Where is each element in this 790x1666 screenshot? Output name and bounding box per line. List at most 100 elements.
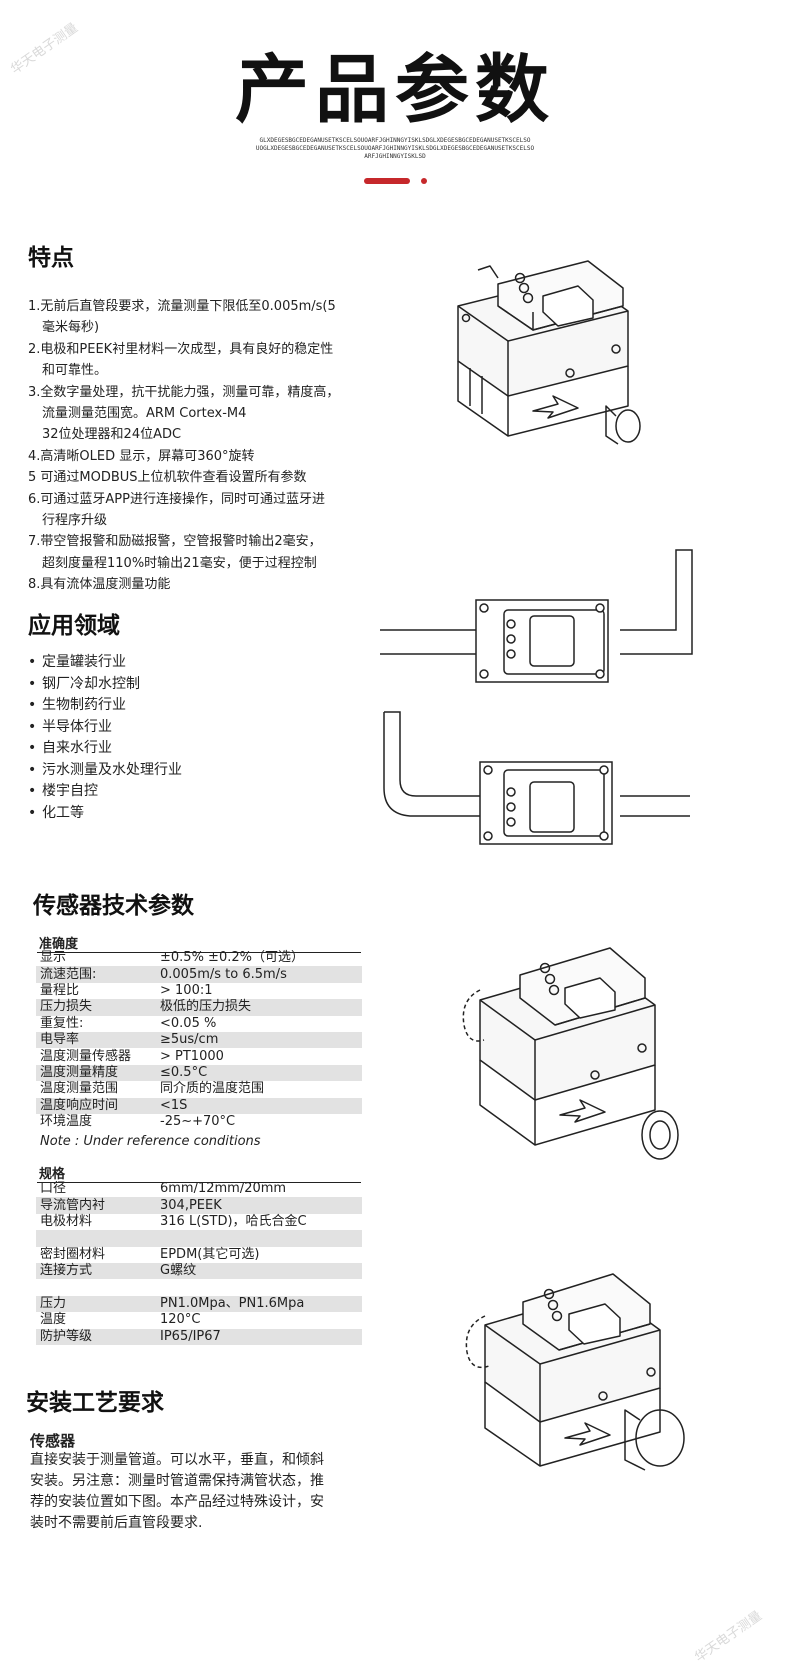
flowmeter-illustration-3 xyxy=(465,1273,685,1471)
param-value: 6mm/12mm/20mm xyxy=(160,1181,287,1197)
table-row xyxy=(36,1279,362,1295)
install-line: 安装。另注意：测量时管道需保持满管状态，推 xyxy=(30,1473,324,1489)
application-item: 半导体行业 xyxy=(28,717,182,739)
param-value: 0.005m/s to 6.5m/s xyxy=(156,966,362,983)
table-row: 环境温度 -25~+70°C xyxy=(36,1114,362,1130)
param-value: -25~+70°C xyxy=(160,1114,236,1130)
table-row: 重复性: <0.05 % xyxy=(36,1016,362,1032)
param-value: <1S xyxy=(156,1097,362,1114)
param-name: 电极材料 xyxy=(40,1213,93,1229)
application-item: 钢厂冷却水控制 xyxy=(28,674,182,696)
param-value: ≤0.5°C xyxy=(156,1064,362,1082)
feature-line: 7.带空管报警和励磁报警，空管报警时输出2毫安， xyxy=(28,534,322,550)
table-row: 温度 120°C xyxy=(36,1312,362,1328)
param-value: 同介质的温度范围 xyxy=(160,1081,265,1097)
param-value: > 100:1 xyxy=(160,982,213,998)
param-value: 极低的压力损失 xyxy=(156,999,362,1016)
page-title: 产品参数 xyxy=(235,47,555,133)
flowmeter-illustration-2 xyxy=(462,947,679,1160)
param-name: 温度测量范围 xyxy=(40,1081,119,1097)
param-value: 316 L(STD)，哈氏合金C xyxy=(160,1213,307,1229)
accuracy-table: 显示 ±0.5% ±0.2%（可选）流速范围:0.005m/s to 6.5m/s… xyxy=(36,950,362,1130)
param-value: EPDM(其它可选) xyxy=(160,1246,260,1262)
param-value xyxy=(156,1230,362,1247)
accuracy-heading: 准确度 xyxy=(37,933,361,953)
application-item: 楼宇自控 xyxy=(28,781,182,803)
param-name: 温度测量传感器 xyxy=(40,1048,132,1064)
param-name: 连接方式 xyxy=(36,1262,156,1280)
install-line: 直接安装于测量管道。可以水平，垂直，和倾斜 xyxy=(30,1452,324,1468)
accuracy-note: Note : Under reference conditions xyxy=(40,1134,261,1149)
install-line: 装时不需要前后直管段要求. xyxy=(30,1515,203,1531)
param-value: ≥5us/cm xyxy=(156,1031,362,1049)
param-value: <0.05 % xyxy=(160,1015,217,1031)
table-row: 温度响应时间<1S xyxy=(36,1097,362,1114)
feature-line: 毫米每秒) xyxy=(42,320,100,336)
param-value: ±0.5% ±0.2%（可选） xyxy=(160,950,304,966)
subtitle-line-3: ARFJGHINNGYISKLSD xyxy=(364,153,426,160)
install-heading: 安装工艺要求 xyxy=(26,1390,164,1416)
param-value: 304,PEEK xyxy=(156,1197,362,1214)
pipe-install-diagram-horizontal xyxy=(380,549,693,683)
decorative-red-dot xyxy=(421,178,427,184)
param-name: 环境温度 xyxy=(40,1114,93,1130)
param-name: 显示 xyxy=(40,950,67,966)
param-value: > PT1000 xyxy=(160,1048,224,1064)
param-name: 电导率 xyxy=(36,1031,156,1049)
table-row: 温度测量传感器 > PT1000 xyxy=(36,1048,362,1064)
feature-line: 和可靠性。 xyxy=(42,363,108,379)
feature-line: 6.可通过蓝牙APP进行连接操作，同时可通过蓝牙进 xyxy=(28,491,325,507)
table-row: 温度测量精度≤0.5°C xyxy=(36,1064,362,1082)
param-name: 温度 xyxy=(40,1312,67,1328)
param-name: 密封圈材料 xyxy=(40,1246,106,1262)
table-row: 电极材料 316 L(STD)，哈氏合金C xyxy=(36,1214,362,1230)
applications-list: 定量罐装行业钢厂冷却水控制生物制药行业半导体行业自来水行业污水测量及水处理行业楼… xyxy=(28,652,182,824)
feature-line: 8.具有流体温度测量功能 xyxy=(28,577,171,593)
application-item: 定量罐装行业 xyxy=(28,652,182,674)
feature-line: 超刻度量程110%时输出21毫安，便于过程控制 xyxy=(42,555,317,571)
table-row: 口径 6mm/12mm/20mm xyxy=(36,1181,362,1197)
subtitle-line-1: GLXDEGESBGCEDEGANUSETKSCELSOUOARFJGHINNG… xyxy=(259,137,531,144)
param-name: 流速范围: xyxy=(36,966,156,983)
table-row xyxy=(36,1230,362,1247)
feature-line: 流量测量范围宽。ARM Cortex-M4 xyxy=(42,406,247,422)
param-name: 重复性: xyxy=(40,1015,84,1031)
application-item: 自来水行业 xyxy=(28,738,182,760)
feature-line: 2.电极和PEEK衬里材料一次成型，具有良好的稳定性 xyxy=(28,341,334,357)
param-name: 口径 xyxy=(40,1181,67,1197)
sensor-heading: 传感器技术参数 xyxy=(33,893,194,919)
applications-heading: 应用领域 xyxy=(28,613,120,639)
table-row: 量程比 > 100:1 xyxy=(36,983,362,999)
application-item: 生物制药行业 xyxy=(28,695,182,717)
param-name: 防护等级 xyxy=(36,1328,156,1345)
param-value: G螺纹 xyxy=(156,1262,362,1280)
watermark-bottom-right: 华天电子测量 xyxy=(692,1608,765,1666)
subtitle-line-2: UOGLXDEGESBGCEDEGANUSETKSCELSOUOARFJGHIN… xyxy=(255,145,535,152)
feature-line: 3.全数字量处理，抗干扰能力强，测量可靠，精度高， xyxy=(28,384,340,400)
table-row: 电导率≥5us/cm xyxy=(36,1031,362,1049)
pipe-install-diagram-vertical xyxy=(383,711,690,845)
param-name xyxy=(36,1279,156,1295)
application-item: 污水测量及水处理行业 xyxy=(28,760,182,782)
decorative-red-bar xyxy=(364,178,410,184)
param-name: 压力损失 xyxy=(36,999,156,1016)
application-item: 化工等 xyxy=(28,803,182,825)
feature-line: 4.高清晰OLED 显示，屏幕可360°旋转 xyxy=(28,448,255,464)
table-row: 显示 ±0.5% ±0.2%（可选） xyxy=(36,950,362,966)
spec-heading: 规格 xyxy=(37,1163,361,1183)
param-value: PN1.0Mpa、PN1.6Mpa xyxy=(156,1295,362,1313)
param-name: 温度响应时间 xyxy=(36,1097,156,1114)
table-row: 流速范围:0.005m/s to 6.5m/s xyxy=(36,966,362,983)
feature-line: 行程序升级 xyxy=(42,513,108,529)
param-name: 温度测量精度 xyxy=(36,1064,156,1082)
param-name: 量程比 xyxy=(40,982,80,998)
install-subheading: 传感器 xyxy=(30,1432,76,1450)
table-row: 温度测量范围 同介质的温度范围 xyxy=(36,1081,362,1097)
param-value: 120°C xyxy=(160,1312,201,1328)
features-heading: 特点 xyxy=(28,245,74,271)
install-line: 荐的安装位置如下图。本产品经过特殊设计，安 xyxy=(30,1494,324,1510)
